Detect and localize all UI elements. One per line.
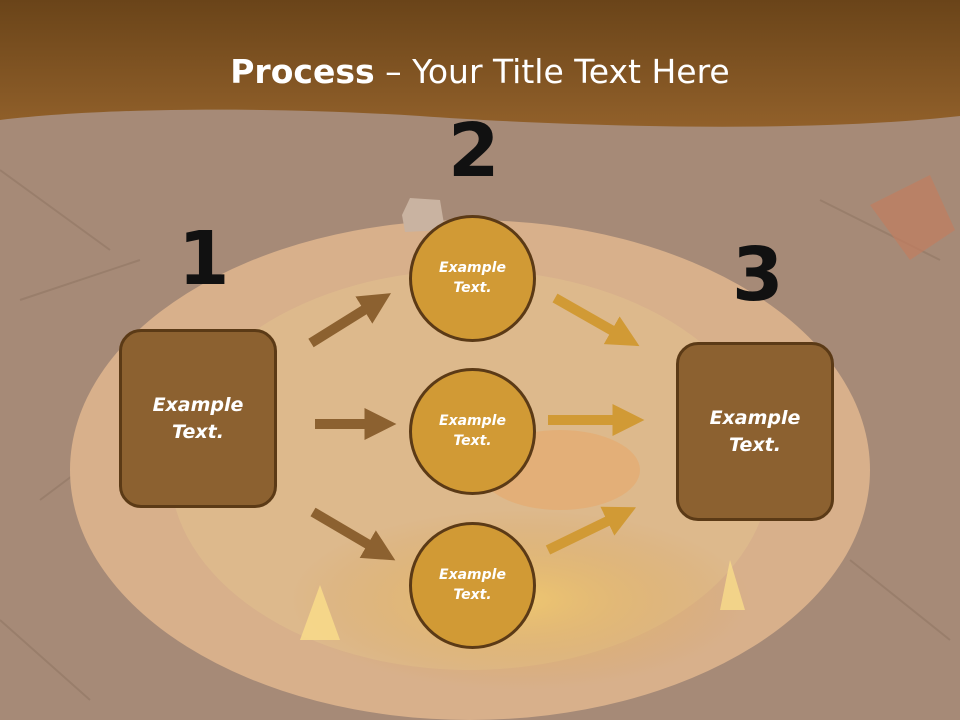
step-number-1: 1	[178, 216, 230, 302]
arrow-right-icon	[552, 293, 640, 347]
process-box-start-label: Example Text.	[152, 393, 244, 443]
process-box-start[interactable]: Example Text.	[119, 329, 277, 508]
process-circle-top[interactable]: Example Text.	[409, 215, 536, 342]
title-rest: – Your Title Text Here	[374, 52, 730, 91]
process-box-end-label: Example Text.	[709, 406, 801, 456]
arrow-right-icon	[310, 507, 396, 561]
process-box-end[interactable]: Example Text.	[676, 342, 834, 521]
slide-title: Process – Your Title Text Here	[0, 52, 960, 91]
process-circle-middle[interactable]: Example Text.	[409, 368, 536, 495]
arrow-right-icon	[308, 293, 392, 348]
step-number-3: 3	[732, 232, 784, 318]
process-circle-bottom[interactable]: Example Text.	[409, 522, 536, 649]
process-circle-bottom-label: Example Text.	[439, 566, 506, 603]
arrow-right-icon	[545, 506, 637, 555]
title-bold: Process	[230, 52, 375, 91]
process-circle-top-label: Example Text.	[439, 259, 506, 296]
step-number-2: 2	[448, 108, 500, 194]
process-circle-middle-label: Example Text.	[439, 412, 506, 449]
